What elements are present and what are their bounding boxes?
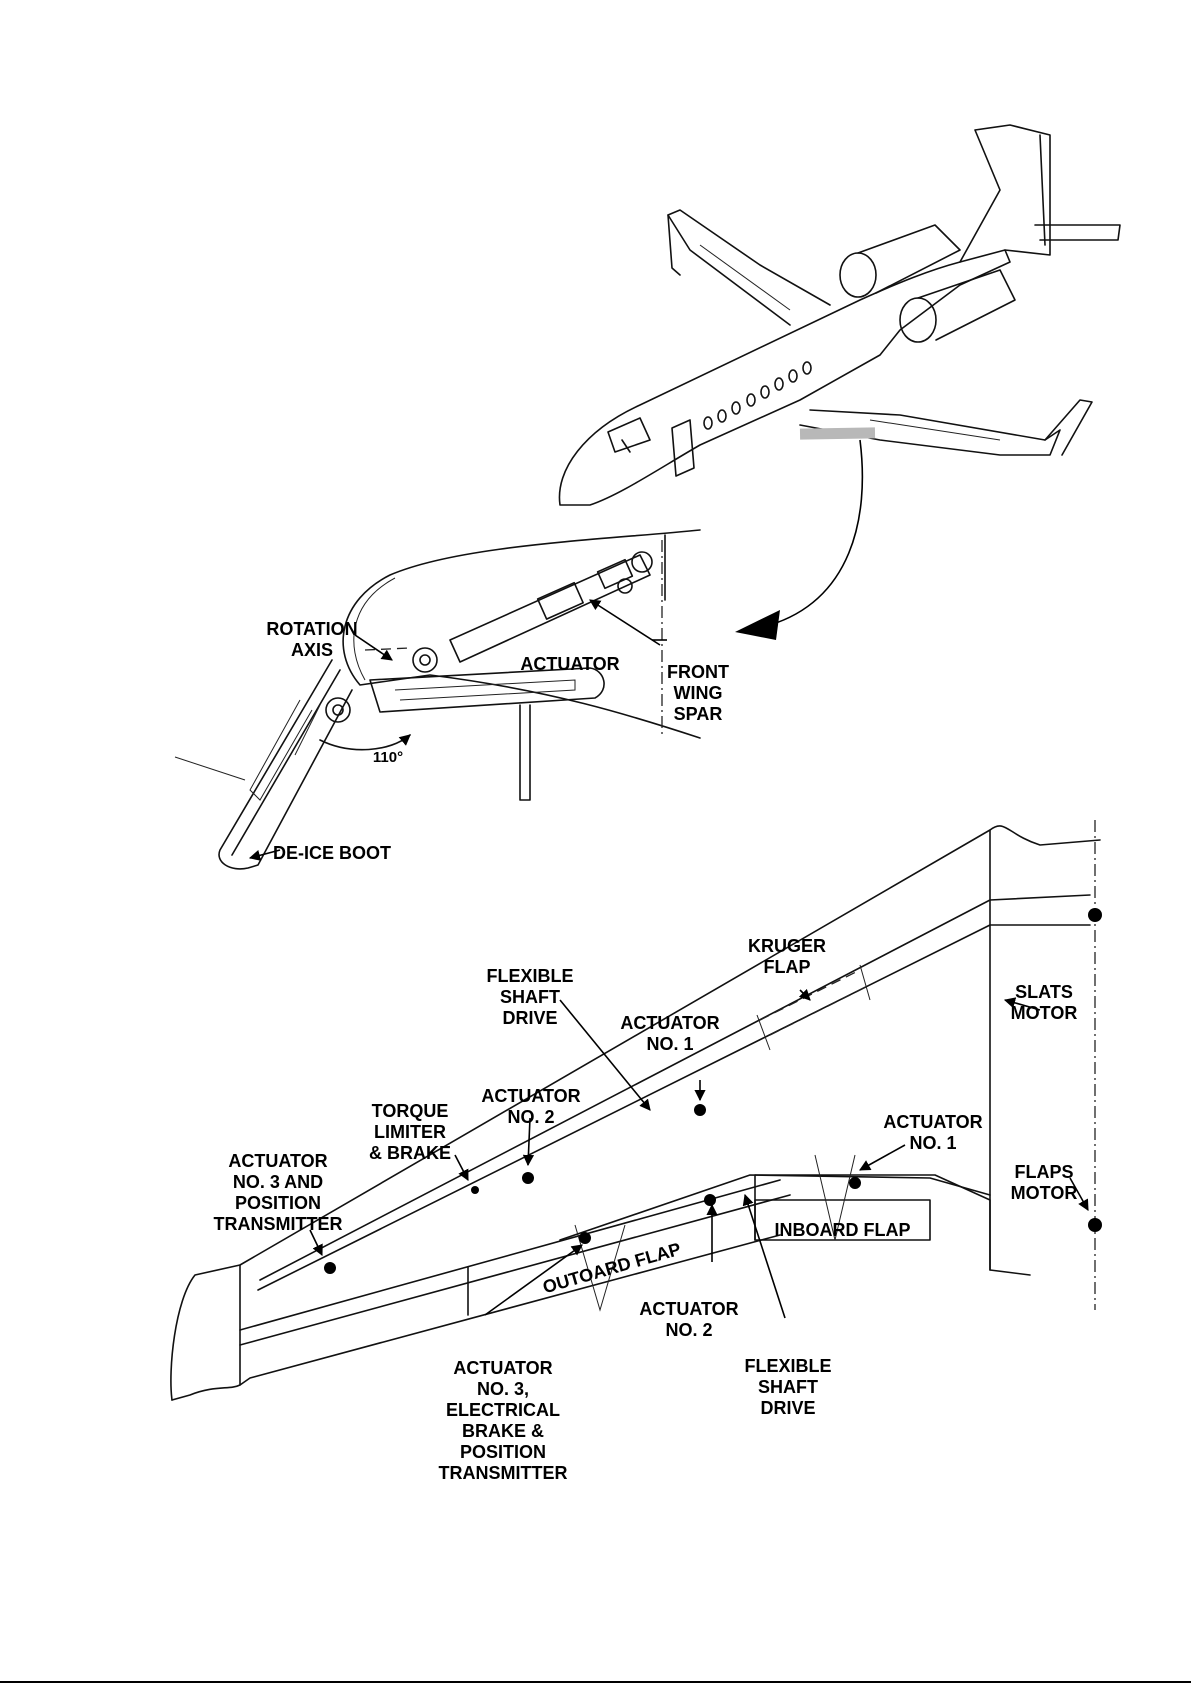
aircraft-illustration xyxy=(558,124,1121,640)
label-inboard-flap: INBOARD FLAP xyxy=(774,1220,911,1240)
leader-lines xyxy=(248,599,1089,1319)
kruger-flap-section xyxy=(174,529,701,870)
wing-planform xyxy=(170,820,1102,1401)
actuator-marks xyxy=(324,908,1102,1274)
label-angle: 110° xyxy=(372,749,404,766)
label-actuator: ACTUATOR xyxy=(520,654,620,674)
page-bottom-rule xyxy=(0,1681,1191,1683)
slat-panel-highlight xyxy=(799,427,876,440)
label-de-ice-boot: DE-ICE BOOT xyxy=(272,843,391,863)
cabin-windows xyxy=(703,361,812,430)
